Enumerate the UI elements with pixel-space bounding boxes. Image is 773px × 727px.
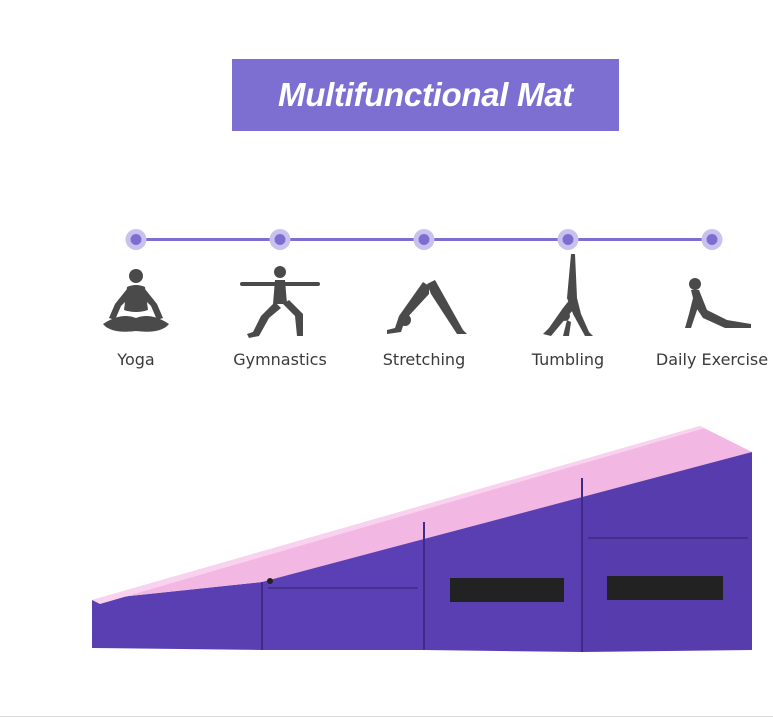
timeline-dot bbox=[557, 229, 579, 250]
activity-label-stretching: Stretching bbox=[382, 350, 466, 369]
yoga-pose-icon bbox=[91, 254, 181, 340]
banner-title: Multifunctional Mat bbox=[278, 76, 573, 113]
timeline-dot bbox=[125, 229, 147, 250]
activity-label-yoga: Yoga bbox=[117, 350, 155, 369]
timeline-dot bbox=[413, 229, 435, 250]
activity-timeline bbox=[0, 225, 773, 255]
gymnastics-pose-icon bbox=[235, 254, 325, 340]
timeline-dot bbox=[269, 229, 291, 250]
stretching-pose-icon bbox=[379, 254, 469, 340]
timeline-dot bbox=[701, 229, 723, 250]
activity-label-daily-exercise: Daily Exercise bbox=[655, 350, 769, 369]
activity-label-tumbling: Tumbling bbox=[531, 350, 605, 369]
title-banner: Multifunctional Mat bbox=[232, 59, 619, 131]
activity-label-gymnastics: Gymnastics bbox=[233, 350, 327, 369]
tumbling-pose-icon bbox=[523, 254, 613, 340]
divider bbox=[0, 716, 773, 717]
incline-mat-image bbox=[0, 400, 773, 680]
daily-exercise-pose-icon bbox=[667, 254, 757, 340]
